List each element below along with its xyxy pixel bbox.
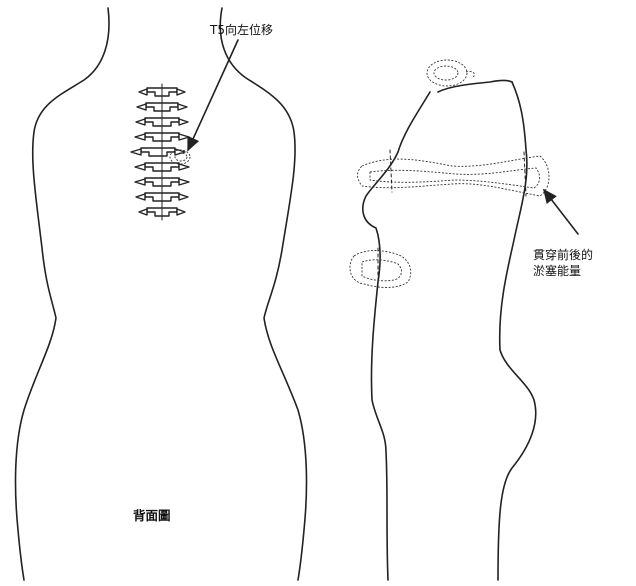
side-body-back-outline — [498, 82, 536, 580]
back-figure — [16, 8, 307, 580]
back-view-label: 背面圖 — [133, 508, 171, 525]
side-figure — [350, 60, 578, 580]
congestion-label-line1: 貫穿前後的 — [533, 247, 593, 263]
side-body-front-outline — [363, 92, 430, 580]
chest-congestion-band — [358, 150, 550, 196]
congestion-label-line2: 淤塞能量 — [533, 263, 593, 279]
vertebra-t5 — [131, 148, 185, 156]
t5-arrow — [188, 40, 238, 150]
spine — [131, 84, 189, 220]
t5-shift-label: T5向左位移 — [210, 22, 273, 38]
head-congestion-mark — [427, 60, 474, 86]
congestion-label: 貫穿前後的 淤塞能量 — [533, 247, 593, 279]
congestion-arrow — [544, 190, 578, 234]
side-head-outline — [438, 81, 512, 93]
back-body-left-outline — [16, 8, 109, 580]
back-body-right-outline — [220, 8, 306, 580]
